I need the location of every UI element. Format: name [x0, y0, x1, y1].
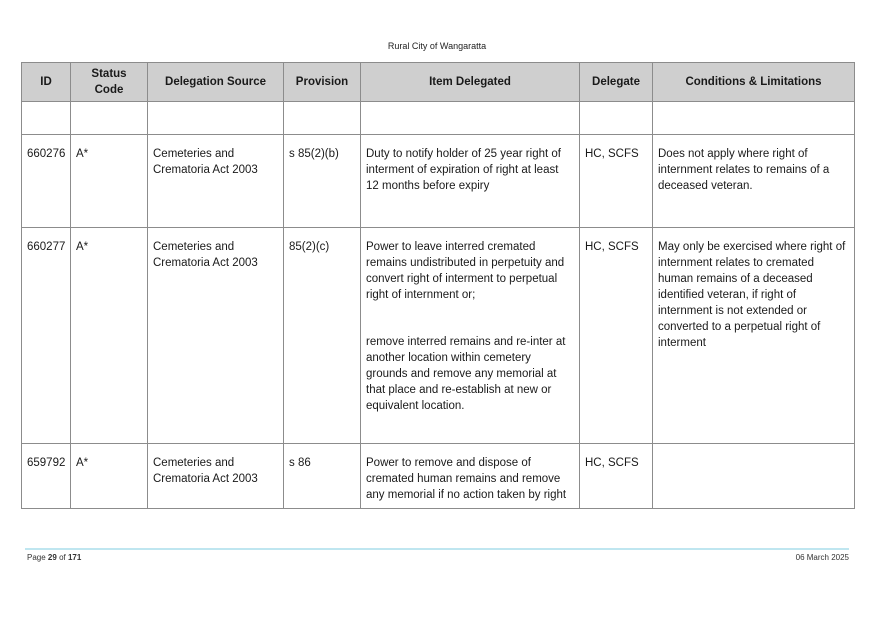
cell-delegate: HC, SCFS [579, 227, 653, 444]
page-number: 29 [47, 553, 57, 562]
footer-date: 06 March 2025 [795, 553, 849, 562]
empty-cell [360, 101, 580, 135]
table-row: 660276 A* Cemeteries and Crematoria Act … [21, 134, 855, 228]
empty-cell [283, 101, 361, 135]
cell-status-code: A* [70, 134, 148, 228]
cell-item-delegated: Power to leave interred cremated remains… [360, 227, 580, 444]
cell-delegation-source: Cemeteries and Crematoria Act 2003 [147, 227, 284, 444]
empty-cell [147, 101, 284, 135]
column-header-delegate: Delegate [579, 62, 653, 102]
column-header-id: ID [21, 62, 71, 102]
empty-cell [21, 101, 71, 135]
item-paragraph: remove interred remains and re-inter at … [366, 336, 566, 412]
cell-delegation-source: Cemeteries and Crematoria Act 2003 [147, 134, 284, 228]
column-header-conditions: Conditions & Limitations [652, 62, 855, 102]
cell-id: 660276 [21, 134, 71, 228]
cell-provision: s 85(2)(b) [283, 134, 361, 228]
cell-delegate: HC, SCFS [579, 443, 653, 509]
cell-delegation-source: Cemeteries and Crematoria Act 2003 [147, 443, 284, 509]
footer-divider [25, 548, 849, 550]
column-header-item-delegated: Item Delegated [360, 62, 580, 102]
table-header-row: ID Status Code Delegation Source Provisi… [21, 62, 855, 102]
cell-status-code: A* [70, 443, 148, 509]
empty-cell [652, 101, 855, 135]
item-paragraph: Power to leave interred cremated remains… [366, 241, 565, 301]
empty-cell [70, 101, 148, 135]
cell-id: 660277 [21, 227, 71, 444]
column-header-delegation-source: Delegation Source [147, 62, 284, 102]
page-prefix: Page [27, 553, 46, 562]
page-indicator: Page 29 of 171 [27, 553, 81, 562]
cell-item-delegated: Duty to notify holder of 25 year right o… [360, 134, 580, 228]
item-paragraph: Duty to notify holder of 25 year right o… [366, 148, 561, 192]
cell-conditions: May only be exercised where right of int… [652, 227, 855, 444]
document-header-title: Rural City of Wangaratta [387, 41, 487, 51]
table-row-empty [21, 101, 855, 135]
cell-provision: 85(2)(c) [283, 227, 361, 444]
column-header-provision: Provision [283, 62, 361, 102]
empty-cell [579, 101, 653, 135]
item-paragraph: Power to remove and dispose of cremated … [366, 457, 567, 501]
cell-provision: s 86 [283, 443, 361, 509]
page-total: 171 [67, 553, 82, 562]
cell-conditions [652, 443, 855, 509]
cell-conditions: Does not apply where right of internment… [652, 134, 855, 228]
page-of: of [59, 553, 66, 562]
cell-delegate: HC, SCFS [579, 134, 653, 228]
delegations-table: ID Status Code Delegation Source Provisi… [21, 62, 855, 509]
cell-item-delegated: Power to remove and dispose of cremated … [360, 443, 580, 509]
cell-status-code: A* [70, 227, 148, 444]
cell-id: 659792 [21, 443, 71, 509]
column-header-status-code: Status Code [70, 62, 148, 102]
table-row: 660277 A* Cemeteries and Crematoria Act … [21, 227, 855, 444]
table-row: 659792 A* Cemeteries and Crematoria Act … [21, 443, 855, 509]
